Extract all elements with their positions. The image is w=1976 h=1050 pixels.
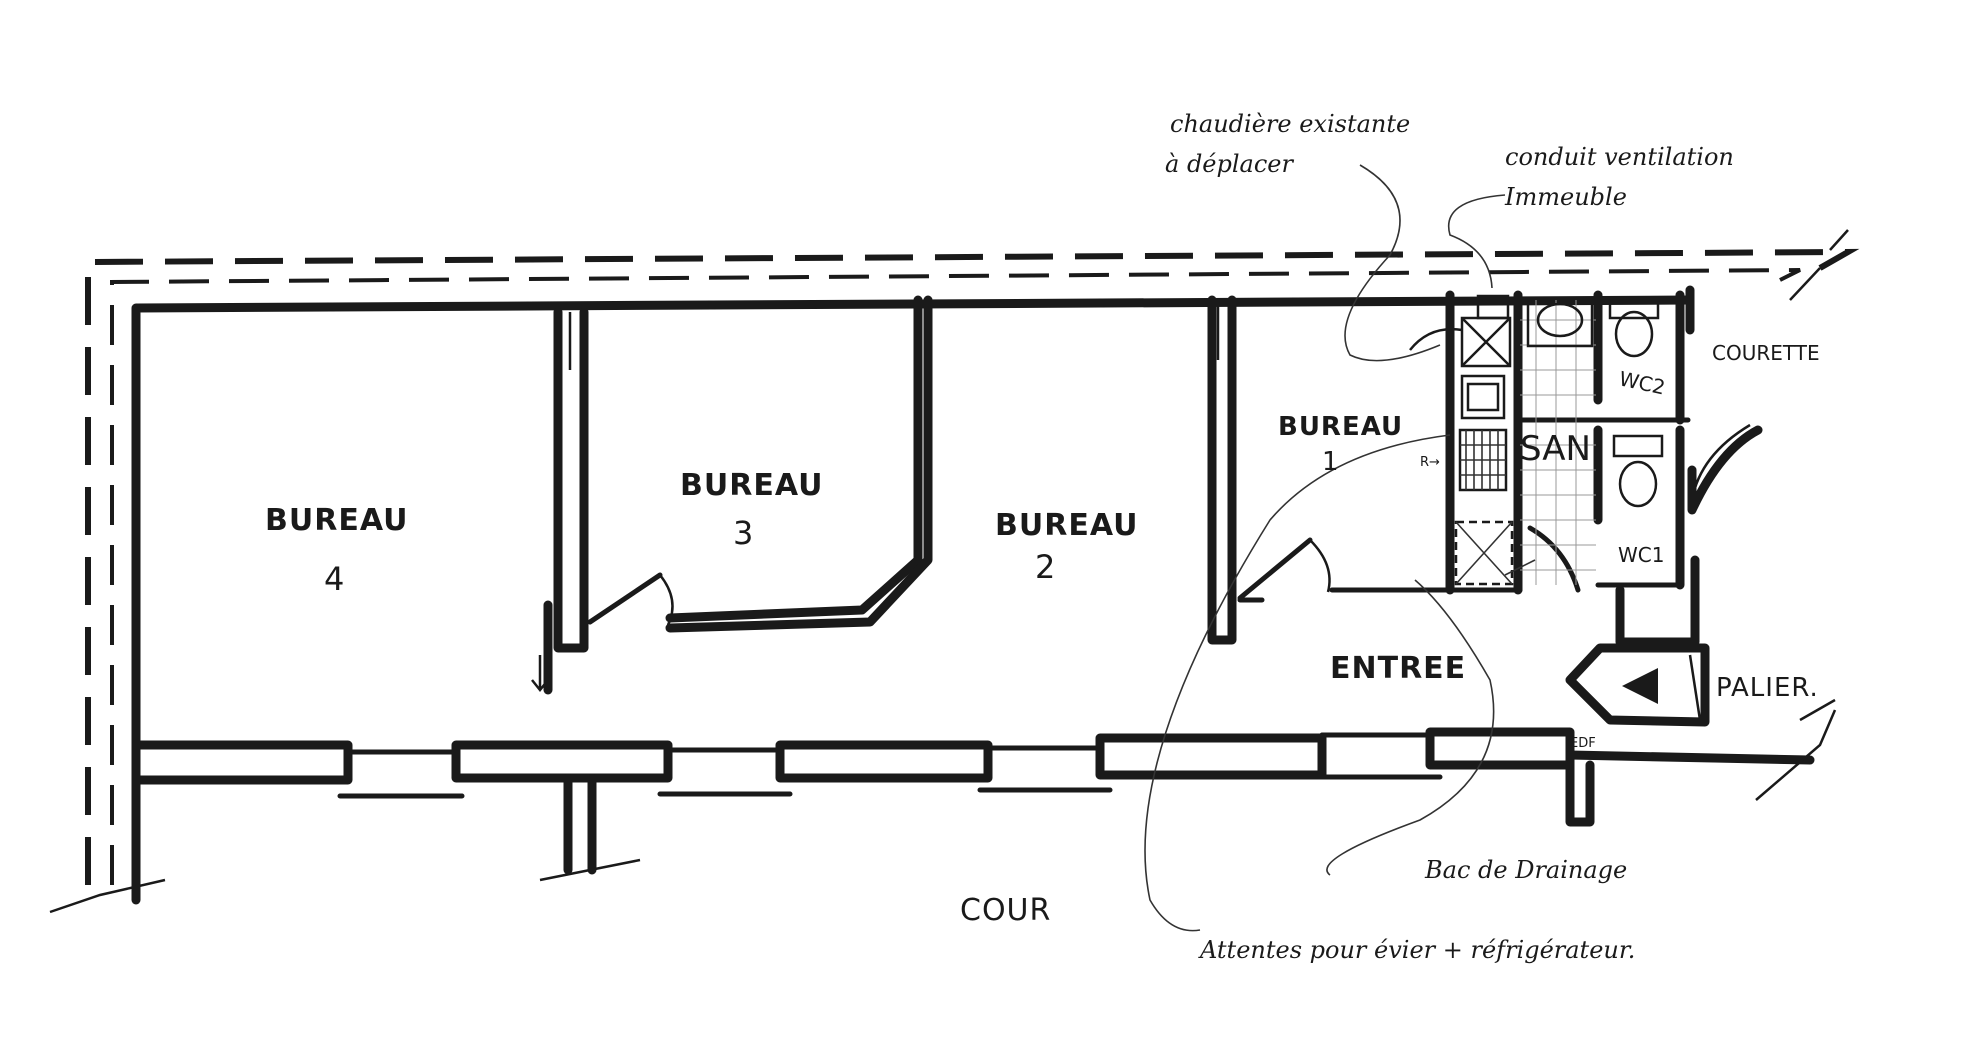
note-chaudiere-line2: à déplacer	[1165, 150, 1294, 178]
r-arrow-label: R→	[1420, 455, 1440, 470]
bureau-4-number: 4	[324, 560, 344, 598]
bureau-3-label: BUREAU	[680, 468, 823, 503]
bureau-4-label: BUREAU	[265, 503, 408, 538]
wc-2-label: WC2	[1617, 366, 1667, 399]
note-bac-drainage: Bac de Drainage	[1424, 856, 1627, 884]
sanitary-fixtures	[1409, 294, 1664, 586]
bureau-2-number: 2	[1035, 548, 1055, 586]
note-attentes: Attentes pour évier + réfrigérateur.	[1198, 936, 1635, 964]
property-boundary	[85, 229, 1860, 885]
bureau-1-number: 1	[1322, 447, 1339, 477]
wc-1-label: WC1	[1618, 543, 1664, 567]
palier-label: PALIER.	[1716, 673, 1819, 703]
san-label: SAN.	[1520, 429, 1602, 469]
door-swings	[587, 423, 1763, 727]
handwritten-notes: chaudière existante à déplacer conduit v…	[1165, 110, 1734, 964]
entree-label: ENTREE	[1330, 651, 1466, 686]
note-conduit-line2: Immeuble	[1504, 183, 1627, 211]
bureau-1-label: BUREAU	[1278, 412, 1403, 442]
cour-label: COUR	[960, 893, 1051, 928]
exterior-walls	[49, 285, 1837, 914]
courette-label: COURETTE	[1712, 341, 1820, 365]
note-chaudiere-line1: chaudière existante	[1170, 110, 1410, 138]
bureau-3-number: 3	[733, 514, 753, 552]
edf-label: EDF	[1570, 736, 1596, 751]
room-labels: BUREAU 4 BUREAU 3 BUREAU 2 BUREAU 1 ENTR…	[265, 341, 1820, 928]
bureau-2-label: BUREAU	[995, 508, 1138, 543]
down-arrow-icon	[531, 655, 549, 693]
note-conduit-line1: conduit ventilation	[1505, 143, 1734, 171]
interior-walls	[543, 290, 1700, 695]
annotation-leaders	[1144, 164, 1536, 932]
